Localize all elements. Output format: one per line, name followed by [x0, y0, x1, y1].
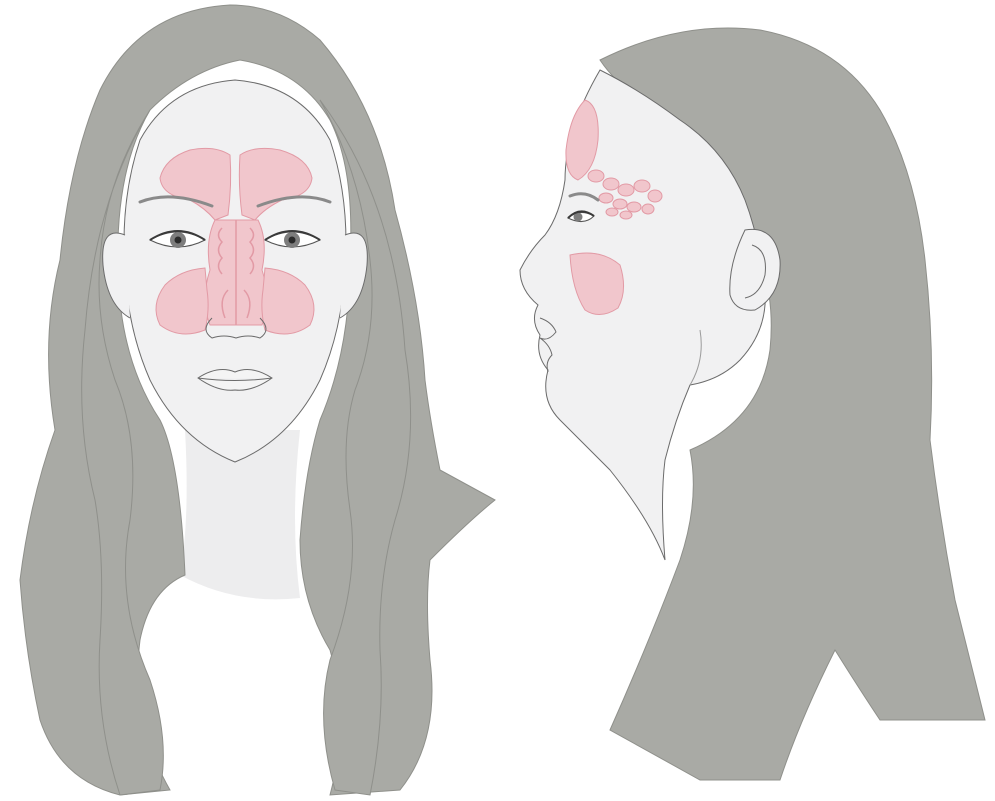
- side-view-head: [520, 28, 985, 780]
- front-view-head: [20, 5, 495, 801]
